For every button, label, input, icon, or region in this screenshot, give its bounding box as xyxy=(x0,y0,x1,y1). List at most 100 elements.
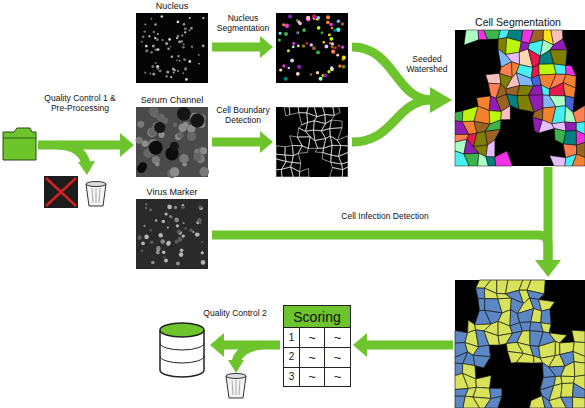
dot xyxy=(152,45,155,48)
dot xyxy=(152,73,155,76)
dot xyxy=(296,31,299,34)
dot xyxy=(337,20,340,23)
dot xyxy=(157,67,160,70)
dot xyxy=(190,27,193,30)
dot xyxy=(177,132,184,139)
dot xyxy=(182,46,185,49)
dot xyxy=(184,68,187,71)
dot xyxy=(306,16,310,20)
dot xyxy=(329,42,331,44)
cell-outline xyxy=(323,145,332,155)
cell xyxy=(463,373,477,388)
cell xyxy=(563,83,575,98)
cell-outline xyxy=(315,148,324,152)
dot xyxy=(287,49,290,52)
arrow-line xyxy=(58,145,86,164)
dot xyxy=(164,259,168,263)
cell-outline xyxy=(281,167,293,177)
dot xyxy=(290,59,294,63)
cell-outline xyxy=(330,168,343,178)
dot xyxy=(155,62,157,64)
boundary-lines xyxy=(276,107,348,177)
boundary-image xyxy=(276,107,348,177)
cell xyxy=(464,153,479,166)
cell-outline xyxy=(330,120,342,129)
dot xyxy=(149,73,151,75)
cell-outline xyxy=(297,128,310,137)
dot xyxy=(172,68,175,71)
dot xyxy=(167,47,170,50)
dot xyxy=(201,251,204,254)
dot xyxy=(150,241,153,244)
step-label: Quality Control 1 & Pre-Processing xyxy=(40,94,120,114)
dot xyxy=(155,162,160,167)
dot xyxy=(170,142,179,151)
dot xyxy=(137,235,142,240)
cell xyxy=(455,111,463,122)
dot xyxy=(149,107,159,117)
dot xyxy=(145,24,147,26)
cell xyxy=(563,130,576,145)
cell xyxy=(476,375,491,388)
dot xyxy=(165,212,168,215)
cell xyxy=(552,106,566,124)
cell xyxy=(561,376,575,383)
dot xyxy=(323,41,325,43)
dot xyxy=(317,26,321,30)
cell xyxy=(561,383,574,397)
arrow-head xyxy=(210,333,224,357)
row-number: 2 xyxy=(284,347,300,366)
dot xyxy=(312,14,316,18)
dot xyxy=(183,43,185,45)
dot xyxy=(329,23,333,27)
dot xyxy=(159,70,162,73)
dot xyxy=(145,207,148,210)
serum-texture xyxy=(136,107,210,178)
cell xyxy=(520,322,531,331)
dot xyxy=(336,28,340,32)
dot xyxy=(144,30,146,32)
virus-image xyxy=(136,199,208,269)
dot xyxy=(184,59,186,61)
dot xyxy=(325,45,329,49)
cell xyxy=(572,154,585,166)
cell-outline xyxy=(330,136,341,146)
cell xyxy=(478,298,485,310)
dot xyxy=(154,122,165,133)
cell xyxy=(516,73,533,86)
image-panels xyxy=(136,13,585,408)
cell xyxy=(561,397,573,408)
cell xyxy=(549,96,565,107)
dot xyxy=(331,45,334,48)
dot xyxy=(182,234,185,237)
dot xyxy=(302,44,306,48)
dot xyxy=(176,262,180,266)
trash-bin xyxy=(226,374,246,399)
dot xyxy=(201,241,203,243)
dot xyxy=(181,206,185,210)
dot xyxy=(316,71,319,74)
cell-outline xyxy=(291,162,301,171)
arrow-head xyxy=(535,260,561,277)
dot xyxy=(177,21,180,24)
dot xyxy=(183,222,185,224)
dot xyxy=(141,249,144,252)
dot xyxy=(150,51,153,54)
dot xyxy=(184,31,186,33)
panel-heading: Cell Segmentation xyxy=(455,16,581,28)
dot xyxy=(149,141,163,155)
dot xyxy=(159,233,163,237)
dot xyxy=(182,72,184,74)
cell xyxy=(572,330,585,342)
dot xyxy=(173,122,178,127)
dot xyxy=(178,124,186,132)
dot xyxy=(278,39,281,42)
table-cell: ~ xyxy=(325,347,350,366)
table-grid: 1~~2~~3~~ xyxy=(284,328,350,386)
dot xyxy=(145,45,148,48)
dot xyxy=(284,32,288,36)
dot xyxy=(302,28,306,32)
panel-title: Virus Marker xyxy=(122,187,222,197)
cell xyxy=(473,345,490,357)
dot xyxy=(190,114,204,128)
